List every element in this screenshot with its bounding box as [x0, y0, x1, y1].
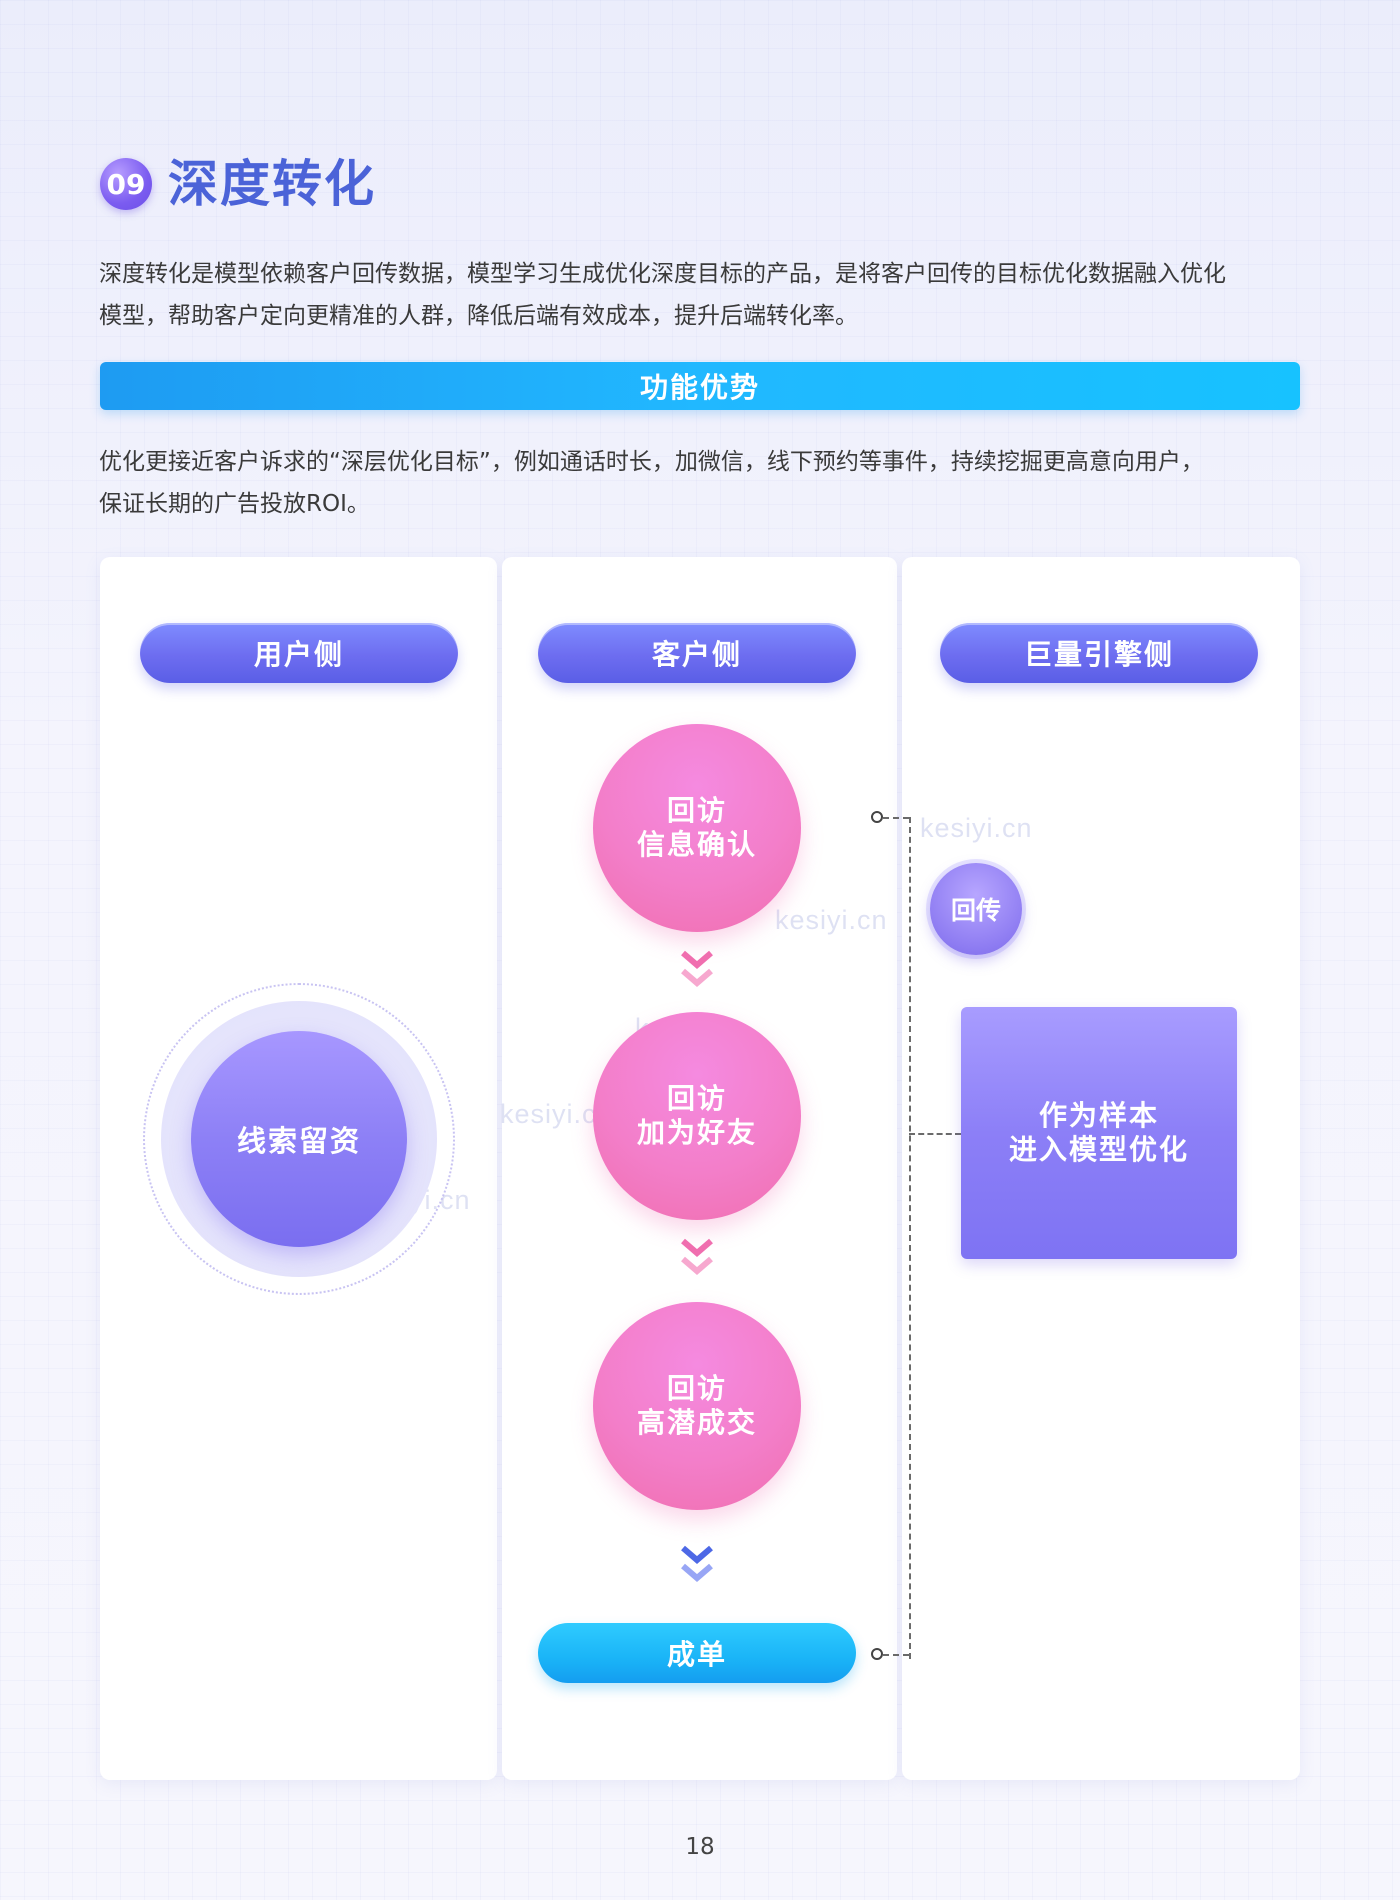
- advantage-paragraph: 优化更接近客户诉求的“深层优化目标”，例如通话时长，加微信，线下预约等事件，持续…: [99, 441, 1304, 525]
- model-sample-box: 作为样本 进入模型优化: [961, 1007, 1237, 1259]
- page-title: 深度转化: [168, 155, 376, 213]
- lead-capture-node: 线索留资: [191, 1031, 407, 1247]
- data-return-node: 回传: [930, 863, 1022, 955]
- chevron-down-icon: [681, 950, 713, 987]
- client-side-header: 客户侧: [538, 623, 856, 683]
- intro-paragraph: 深度转化是模型依赖客户回传数据，模型学习生成优化深度目标的产品，是将客户回传的目…: [99, 253, 1304, 337]
- connector-line: [883, 817, 909, 819]
- step-info-confirm: 回访 信息确认: [593, 724, 801, 932]
- chevron-down-icon: [681, 1238, 713, 1275]
- step-high-potential-deal: 回访 高潜成交: [593, 1302, 801, 1510]
- lead-node-outer-ring: [143, 983, 455, 1295]
- chevron-down-icon: [681, 1545, 713, 1582]
- advantage-line-2: 保证长期的广告投放ROI。: [99, 491, 370, 517]
- connector-line: [883, 1654, 909, 1656]
- intro-line-1: 深度转化是模型依赖客户回传数据，模型学习生成优化深度目标的产品，是将客户回传的目…: [99, 261, 1226, 287]
- step-label-line-1: 回访: [666, 1372, 727, 1405]
- step-label-line-2: 加为好友: [636, 1116, 757, 1149]
- sample-box-line-2: 进入模型优化: [1008, 1133, 1189, 1166]
- step-label-line-2: 高潜成交: [636, 1406, 757, 1439]
- step-label-line-2: 信息确认: [636, 828, 757, 861]
- advantage-line-1: 优化更接近客户诉求的“深层优化目标”，例如通话时长，加微信，线下预约等事件，持续…: [99, 449, 1204, 475]
- feature-banner: 功能优势: [100, 362, 1300, 410]
- page-number: 18: [685, 1834, 715, 1860]
- sample-box-line-1: 作为样本: [1038, 1099, 1159, 1132]
- watermark-text: kesiyi.cn: [775, 905, 888, 935]
- step-add-friend: 回访 加为好友: [593, 1012, 801, 1220]
- connector-dot: [871, 811, 883, 823]
- connector-line: [909, 1133, 961, 1135]
- section-number-badge: 09: [100, 158, 152, 210]
- engine-side-header: 巨量引擎侧: [940, 623, 1258, 683]
- watermark-text: kesiyi.cn: [500, 1099, 613, 1129]
- flow-diagram: kesiyi.cn kesiyi.cn kesiyi.cn kesiyi.cn …: [100, 557, 1300, 1780]
- step-label-line-1: 回访: [666, 794, 727, 827]
- intro-line-2: 模型，帮助客户定向更精准的人群，降低后端有效成本，提升后端转化率。: [99, 303, 858, 329]
- watermark-text: kesiyi.cn: [920, 813, 1033, 843]
- user-side-header: 用户侧: [140, 623, 458, 683]
- deal-closed-node: 成单: [538, 1623, 856, 1683]
- connector-dot: [871, 1648, 883, 1660]
- step-label-line-1: 回访: [666, 1082, 727, 1115]
- connector-line: [909, 817, 911, 1659]
